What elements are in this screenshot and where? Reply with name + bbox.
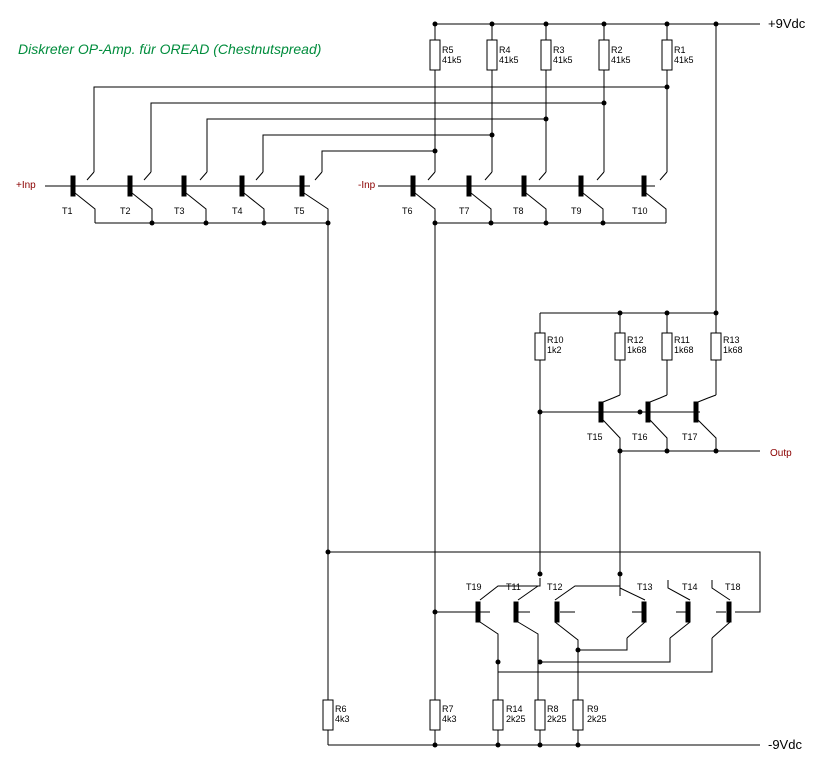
label-t16: T16 [632,432,648,442]
label-r7-value: 4k3 [442,714,457,724]
resistor-r12 [614,332,626,361]
label-r6-name: R6 [335,704,347,714]
transistor-t1 [70,175,76,197]
label-t18: T18 [725,582,741,592]
label-r13-name: R13 [723,335,740,345]
label-r9-value: 2k25 [587,714,607,724]
label-r2-name: R2 [611,45,623,55]
transistor-t17 [693,401,699,423]
label-t10: T10 [632,206,648,216]
label-r11-name: R11 [674,335,690,345]
resistor-r8 [534,699,546,731]
resistor-r5 [429,39,441,71]
transistor-t14 [685,601,691,623]
label-t5: T5 [294,206,305,216]
transistor-t19 [475,601,481,623]
transistor-t18 [726,601,732,623]
transistor-t10 [641,175,647,197]
resistor-r10 [534,332,546,361]
rail-pos-label: +9Vdc [768,16,806,31]
label-r8-name: R8 [547,704,559,714]
label-r4-value: 41k5 [499,55,519,65]
label-r4-name: R4 [499,45,511,55]
transistor-t9 [578,175,584,197]
transistor-t13 [641,601,647,623]
transistor-t16 [645,401,651,423]
input-positive-label: +Inp [16,180,36,191]
label-t8: T8 [513,206,524,216]
transistor-t8 [521,175,527,197]
label-r10-value: 1k2 [547,345,562,355]
label-r1-value: 41k5 [674,55,694,65]
transistor-t12 [554,601,560,623]
label-r3-name: R3 [553,45,565,55]
label-r5-name: R5 [442,45,454,55]
label-t6: T6 [402,206,413,216]
label-t15: T15 [587,432,603,442]
transistor-t11 [513,601,519,623]
label-t2: T2 [120,206,131,216]
label-t9: T9 [571,206,582,216]
resistor-r13 [710,332,722,361]
input-negative-label: -Inp [358,180,376,191]
junction-dots [149,21,719,748]
resistor-r9 [572,699,584,731]
label-r11-value: 1k68 [674,345,694,355]
label-t11: T11 [506,582,521,592]
wires [45,23,761,746]
label-r9-name: R9 [587,704,599,714]
label-t14: T14 [682,582,698,592]
label-r12-value: 1k68 [627,345,647,355]
label-r3-value: 41k5 [553,55,573,65]
label-t1: T1 [62,206,73,216]
label-t7: T7 [459,206,470,216]
components [70,39,732,731]
transistor-t2 [127,175,133,197]
label-t13: T13 [637,582,653,592]
label-t3: T3 [174,206,185,216]
resistor-r7 [429,699,441,731]
rail-neg-label: -9Vdc [768,737,802,752]
resistor-r4 [486,39,498,71]
resistor-r6 [322,699,334,731]
output-label: Outp [770,448,792,459]
transistor-t5 [299,175,305,197]
transistor-t7 [466,175,472,197]
label-r14-value: 2k25 [506,714,526,724]
label-r6-value: 4k3 [335,714,350,724]
label-r5-value: 41k5 [442,55,462,65]
resistor-r3 [540,39,552,71]
diagram-title: Diskreter OP-Amp. für OREAD (Chestnutspr… [18,41,321,57]
resistor-r2 [598,39,610,71]
transistor-t4 [239,175,245,197]
label-r10-name: R10 [547,335,564,345]
label-r7-name: R7 [442,704,454,714]
label-r2-value: 41k5 [611,55,631,65]
label-t4: T4 [232,206,243,216]
label-t17: T17 [682,432,698,442]
transistor-t3 [181,175,187,197]
label-r14-name: R14 [506,704,523,714]
label-r8-value: 2k25 [547,714,567,724]
label-r1-name: R1 [674,45,686,55]
resistor-r1 [661,39,673,71]
label-t12: T12 [547,582,563,592]
resistor-r11 [661,332,673,361]
transistor-t6 [410,175,416,197]
transistor-t15 [598,401,604,423]
label-r13-value: 1k68 [723,345,743,355]
resistor-r14 [492,699,504,731]
label-r12-name: R12 [627,335,644,345]
label-t19: T19 [466,582,482,592]
